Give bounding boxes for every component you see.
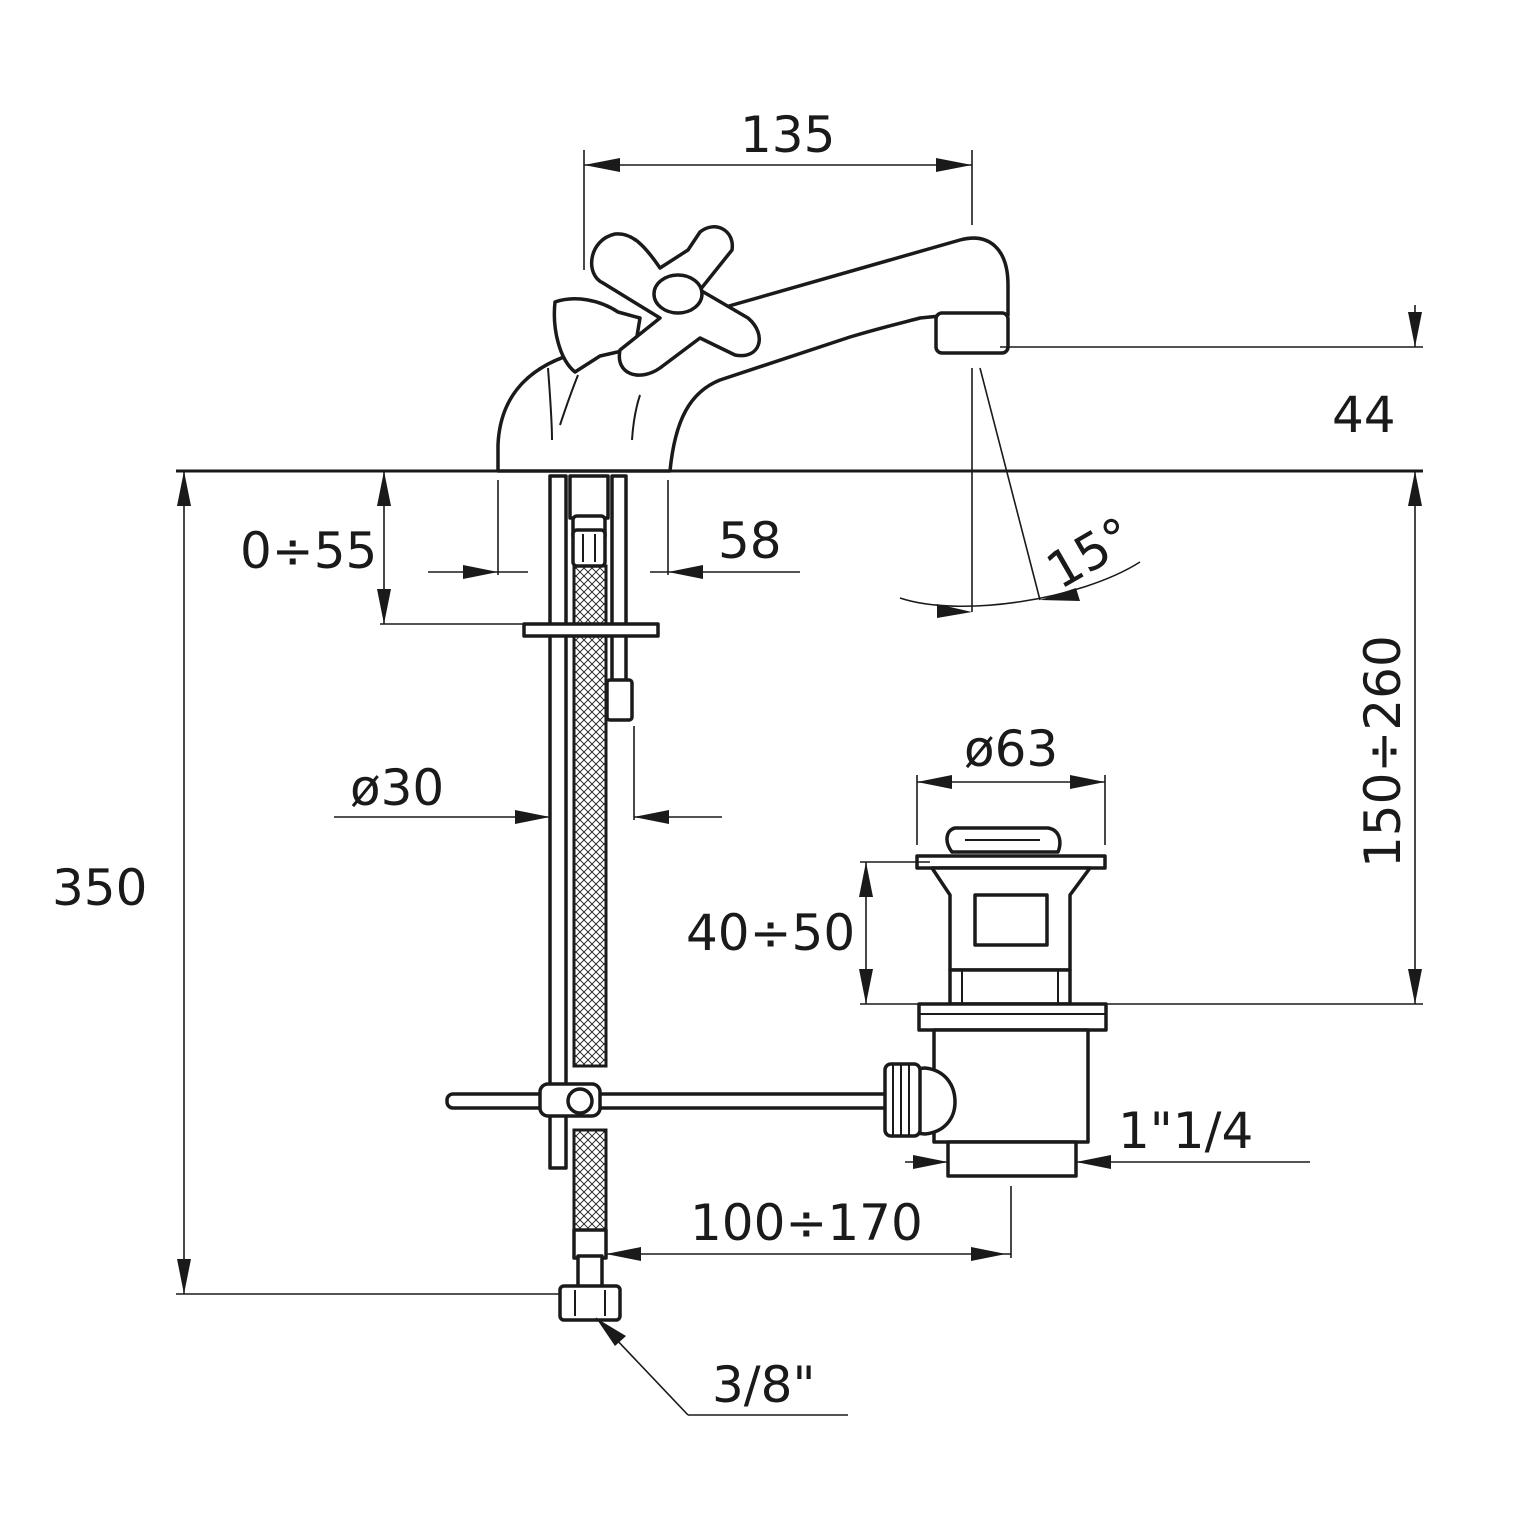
dim-label-58: 58	[718, 512, 782, 570]
dim-label-1-1-4: 1"1/4	[1118, 1102, 1253, 1160]
dim-label-135: 135	[740, 106, 835, 164]
inlet-nut	[558, 1284, 622, 1322]
dimension-lines	[176, 150, 1423, 1416]
tap-body	[496, 225, 1010, 473]
dim-label-15-deg: 15°	[1037, 506, 1143, 601]
shank-assembly	[522, 474, 660, 1322]
dim-label-44: 44	[1332, 386, 1396, 444]
dim-label-150-260: 150÷260	[1354, 635, 1412, 868]
pop-up-waste	[883, 826, 1108, 1178]
dim-label-350: 350	[52, 859, 147, 917]
dim-label-3-8: 3/8"	[712, 1356, 815, 1414]
washer-plate	[522, 622, 660, 638]
dim-label-o63: ø63	[964, 720, 1058, 778]
link-rod	[445, 1082, 894, 1118]
braided-hose-lower	[572, 1128, 608, 1234]
dim-label-0-55: 0÷55	[240, 522, 377, 580]
dim-label-o30: ø30	[350, 759, 444, 817]
dim-label-100-170: 100÷170	[690, 1194, 923, 1252]
braided-hose	[572, 564, 608, 1068]
dim-label-40-50: 40÷50	[686, 904, 855, 962]
